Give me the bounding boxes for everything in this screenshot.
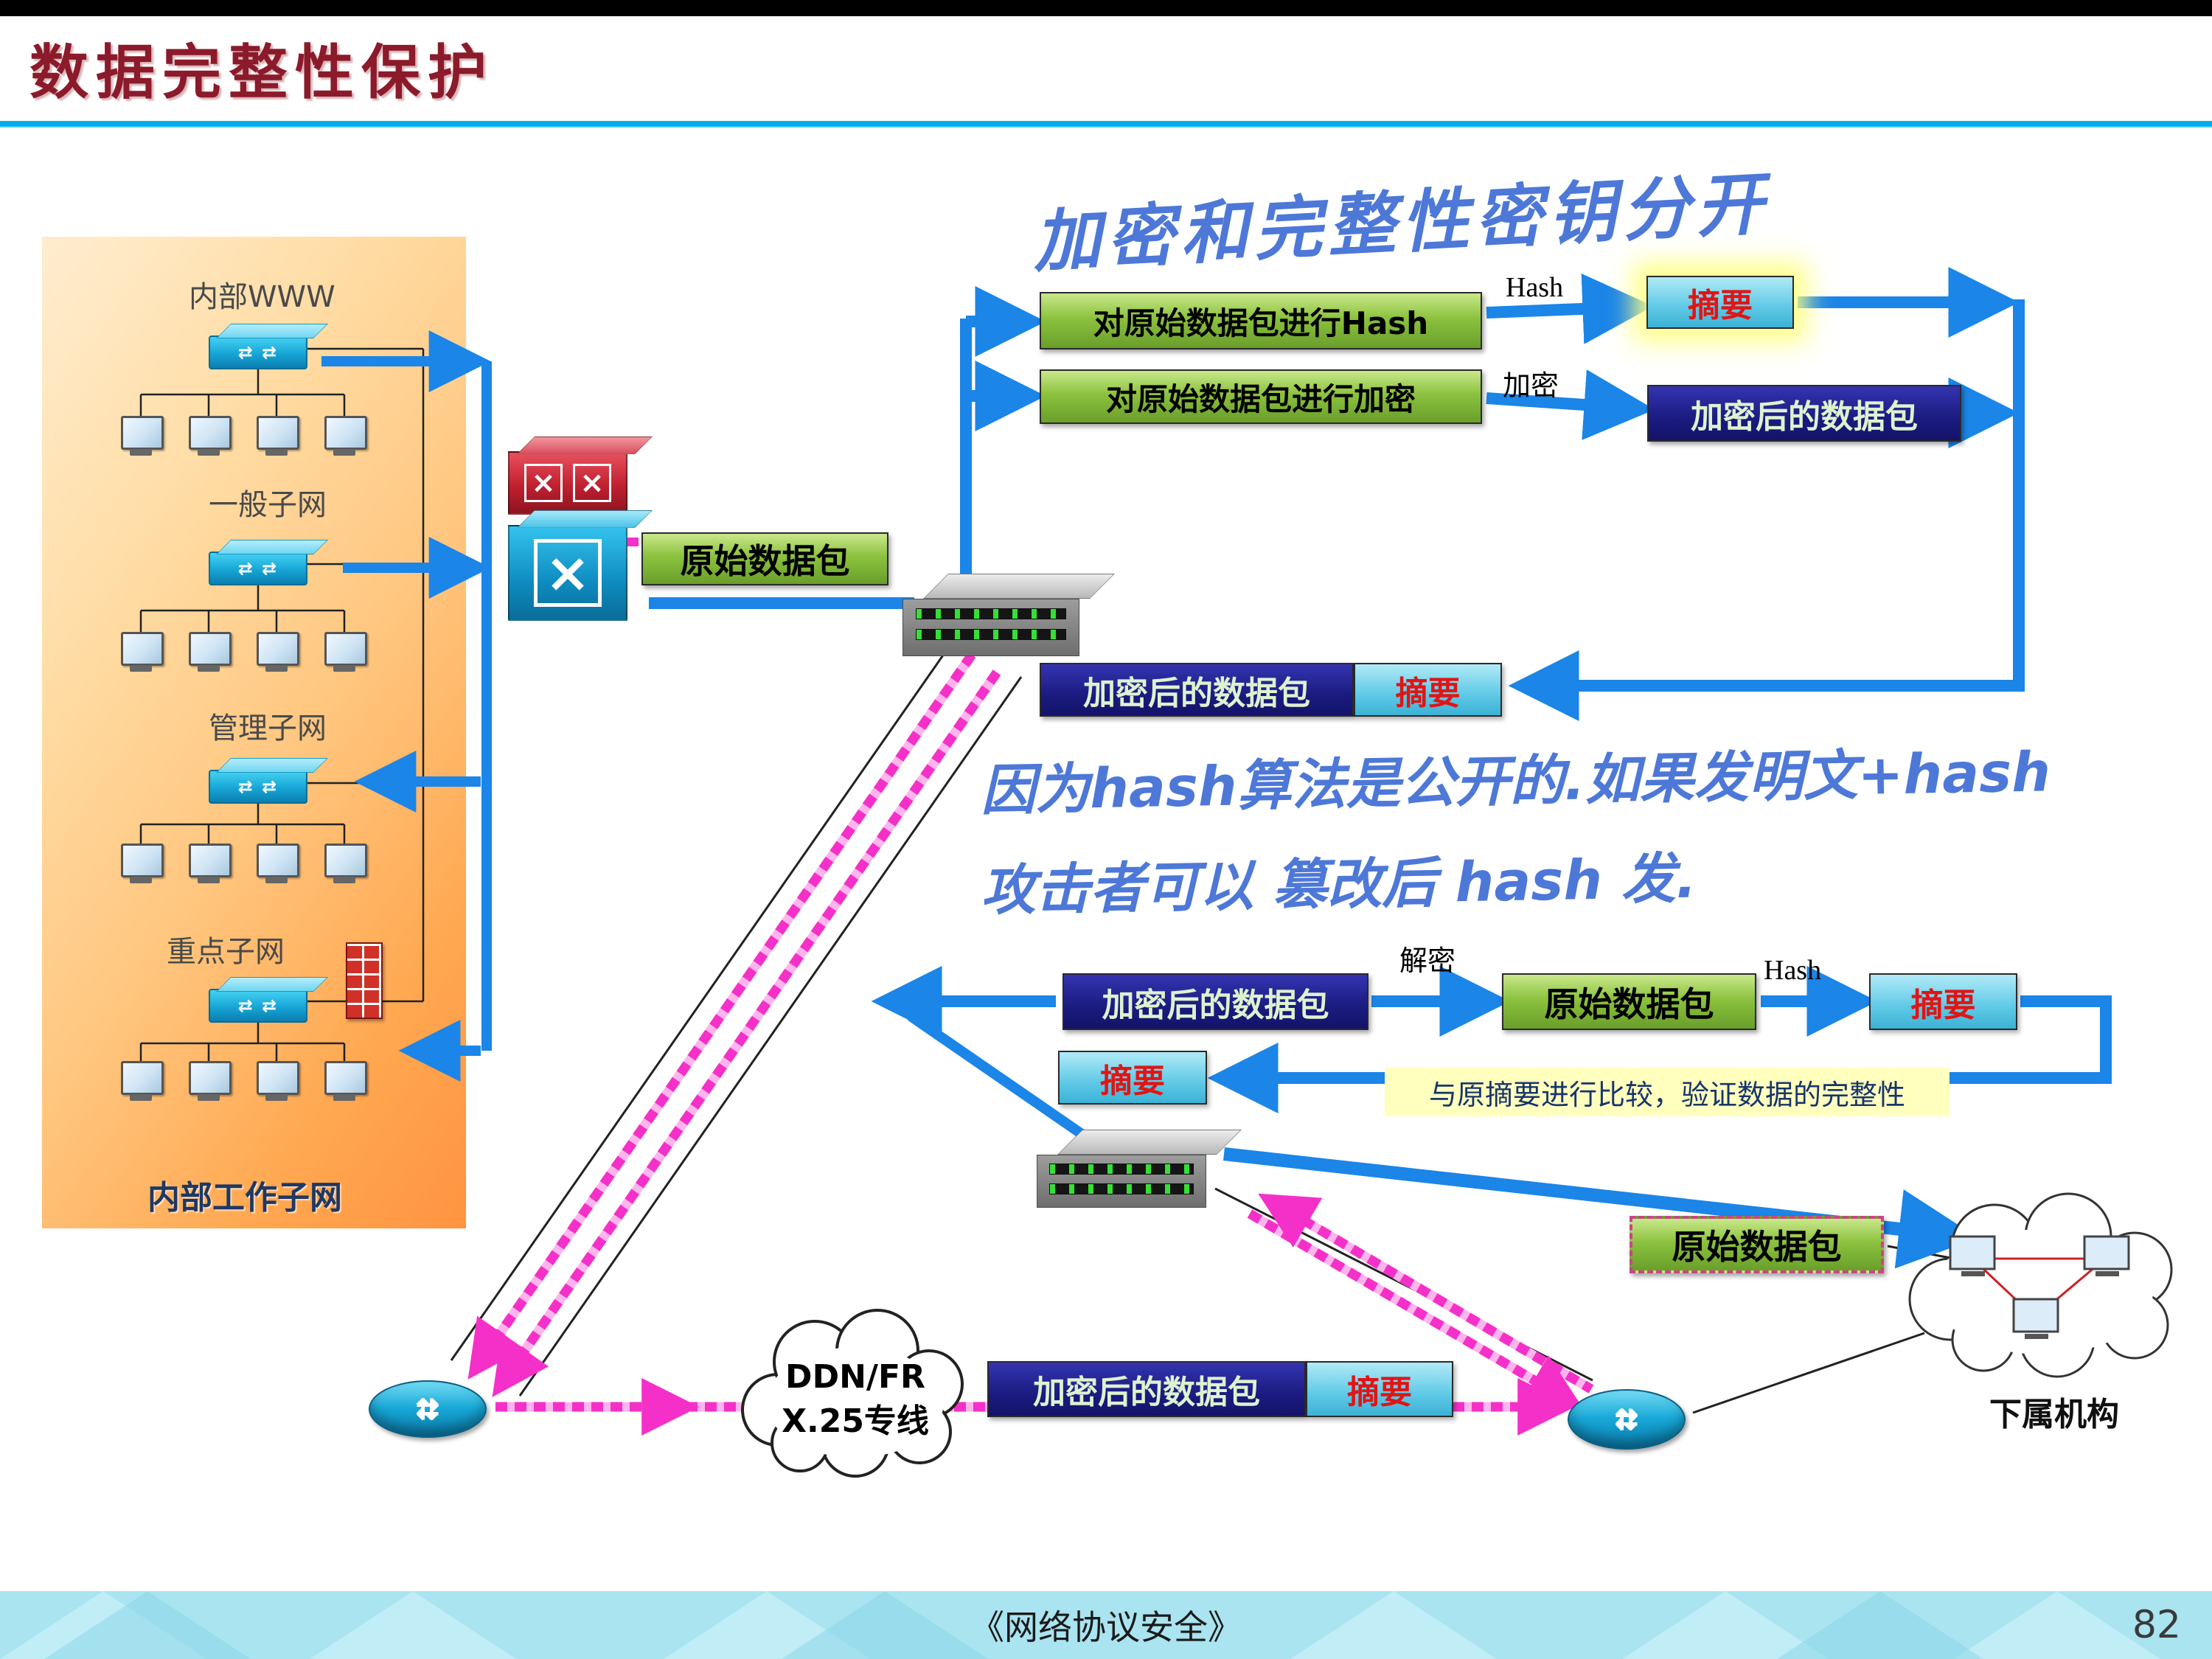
router-arrows-glyph	[1610, 1407, 1644, 1432]
box-original-packet-2: 原始数据包	[1502, 973, 1756, 1030]
core-switch-red-icon	[508, 451, 627, 515]
pc-icon	[118, 1061, 164, 1104]
switch-x-glyph	[573, 464, 611, 502]
footer-triangle-pattern	[0, 1591, 2160, 1659]
pc-icon	[254, 632, 299, 675]
pc-icon	[321, 844, 367, 886]
pc-icon	[254, 844, 299, 886]
label-decrypt: 解密	[1399, 946, 1456, 977]
box-encrypt-step: 对原始数据包进行加密	[1040, 369, 1482, 424]
pc-icon	[186, 632, 232, 675]
pc-icon	[118, 844, 164, 886]
label-internal-www: 内部WWW	[189, 280, 335, 314]
intranet-panel	[42, 237, 466, 1228]
label-mgmt-subnet: 管理子网	[209, 712, 327, 745]
router-chassis-icon	[902, 574, 1115, 656]
box-hash-step: 对原始数据包进行Hash	[1040, 292, 1482, 349]
core-switch-cyan-icon	[508, 525, 627, 621]
title-divider-line	[0, 121, 2212, 128]
chassis-top-face	[923, 574, 1115, 599]
wan-cloud-line1: DDN/FR	[785, 1358, 925, 1396]
box-digest-4: 摘要	[1058, 1051, 1207, 1105]
wan-cloud-line2: X.25专线	[782, 1402, 929, 1440]
box-digest-2: 摘要	[1354, 663, 1502, 717]
handwritten-note-mid-2: 攻击者可以 篡改后 hash 发.	[980, 846, 1697, 923]
box-encrypted-packet-4: 加密后的数据包	[987, 1361, 1306, 1417]
chassis-bay	[915, 608, 1067, 619]
branch-pc-icons	[1949, 1235, 2130, 1339]
label-encrypt: 加密	[1503, 371, 1559, 402]
chassis-bay	[915, 629, 1067, 640]
pc-icon	[186, 416, 232, 459]
label-key-subnet: 重点子网	[167, 935, 285, 969]
pc-icon	[254, 416, 299, 459]
page-title: 数据完整性保护	[29, 38, 494, 107]
box-digest-5: 摘要	[1306, 1361, 1453, 1417]
edge-router-icon	[369, 1380, 487, 1438]
firewall-icon	[346, 942, 383, 1019]
chassis-bay	[1048, 1164, 1194, 1175]
box-digest-3: 摘要	[1869, 973, 2017, 1030]
label-general-subnet: 一般子网	[209, 488, 327, 522]
switch-icon	[209, 770, 307, 804]
pc-icon	[321, 1061, 367, 1104]
compare-note: 与原摘要进行比较，验证数据的完整性	[1385, 1068, 1950, 1116]
switch-icon	[209, 989, 307, 1023]
box-digest-1: 摘要	[1646, 276, 1794, 329]
switch-icon	[209, 335, 307, 369]
chassis-front-face	[902, 599, 1079, 656]
branch-label: 下属机构	[1989, 1396, 2119, 1433]
switch-icon	[209, 552, 307, 585]
top-black-bar	[0, 0, 2212, 16]
wan-cloud: DDN/FR X.25专线	[741, 1309, 964, 1478]
label-hash-2: Hash	[1764, 955, 1822, 986]
pc-icon	[321, 632, 367, 675]
branch-cloud	[1908, 1192, 2173, 1378]
pc-icon	[186, 1061, 232, 1104]
chassis-front-face	[1037, 1155, 1206, 1208]
footer-bar: 《网络协议安全》 82	[0, 1591, 2212, 1659]
pc-icon	[118, 632, 164, 675]
box-encrypted-packet-2: 加密后的数据包	[1040, 663, 1354, 717]
pc-icon	[321, 416, 367, 459]
page-number: 82	[2132, 1603, 2181, 1647]
router-chassis-icon	[1037, 1130, 1242, 1208]
router-arrows-glyph	[411, 1397, 445, 1422]
pc-icon	[186, 844, 232, 886]
label-hash: Hash	[1506, 272, 1564, 303]
chassis-bay	[1048, 1183, 1194, 1194]
pc-icon	[118, 416, 164, 459]
footer-title: 《网络协议安全》	[970, 1607, 1242, 1647]
box-encrypted-packet-1: 加密后的数据包	[1647, 385, 1961, 442]
box-original-packet-1: 原始数据包	[641, 532, 888, 585]
label-internal-work-subnet: 内部工作子网	[147, 1179, 342, 1217]
switch-x-glyph	[524, 464, 563, 502]
chassis-top-face	[1057, 1130, 1242, 1155]
pc-icon	[254, 1061, 299, 1104]
edge-router-icon	[1568, 1389, 1686, 1450]
switch-x-glyph	[534, 539, 602, 607]
box-original-packet-3: 原始数据包	[1630, 1216, 1884, 1273]
box-encrypted-packet-3: 加密后的数据包	[1062, 973, 1368, 1030]
